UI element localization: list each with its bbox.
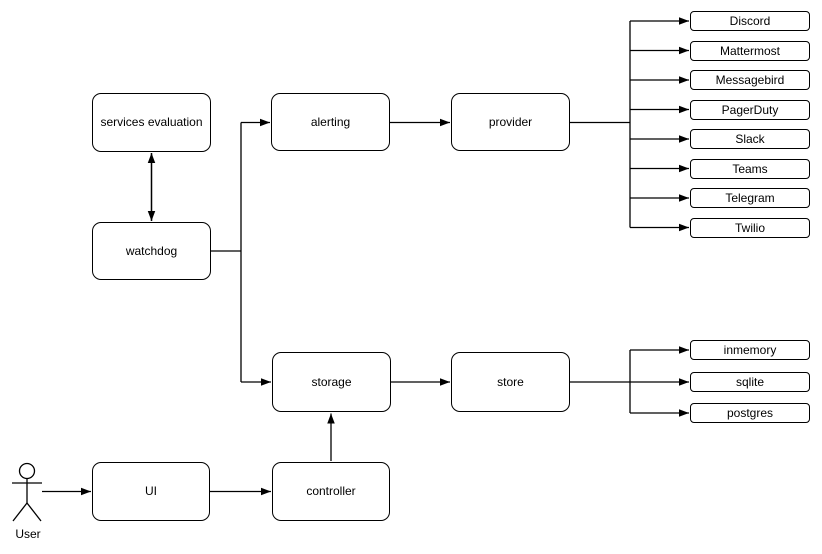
node-postgres: postgres: [690, 403, 810, 423]
node-store: store: [451, 352, 570, 412]
node-teams: Teams: [690, 158, 810, 179]
node-pagerduty: PagerDuty: [690, 99, 810, 120]
actor-right-leg: [26, 502, 42, 522]
node-alerting: alerting: [271, 93, 390, 151]
node-ui: UI: [92, 462, 210, 521]
node-mattermost: Mattermost: [690, 40, 810, 61]
node-watchdog: watchdog: [92, 222, 211, 280]
node-provider: provider: [451, 93, 570, 151]
node-sqlite: sqlite: [690, 372, 810, 392]
node-discord: Discord: [690, 11, 810, 31]
node-services-evaluation: services evaluation: [92, 93, 211, 152]
node-storage: storage: [272, 352, 391, 412]
node-telegram: Telegram: [690, 188, 810, 208]
node-messagebird: Messagebird: [690, 70, 810, 90]
user-actor-label: User: [15, 527, 41, 541]
node-slack: Slack: [690, 129, 810, 149]
user-actor-icon: [12, 462, 42, 522]
node-inmemory: inmemory: [690, 340, 810, 360]
node-twilio: Twilio: [690, 217, 810, 238]
actor-head: [18, 462, 36, 480]
node-controller: controller: [272, 462, 390, 521]
actor-left-leg: [12, 502, 28, 522]
